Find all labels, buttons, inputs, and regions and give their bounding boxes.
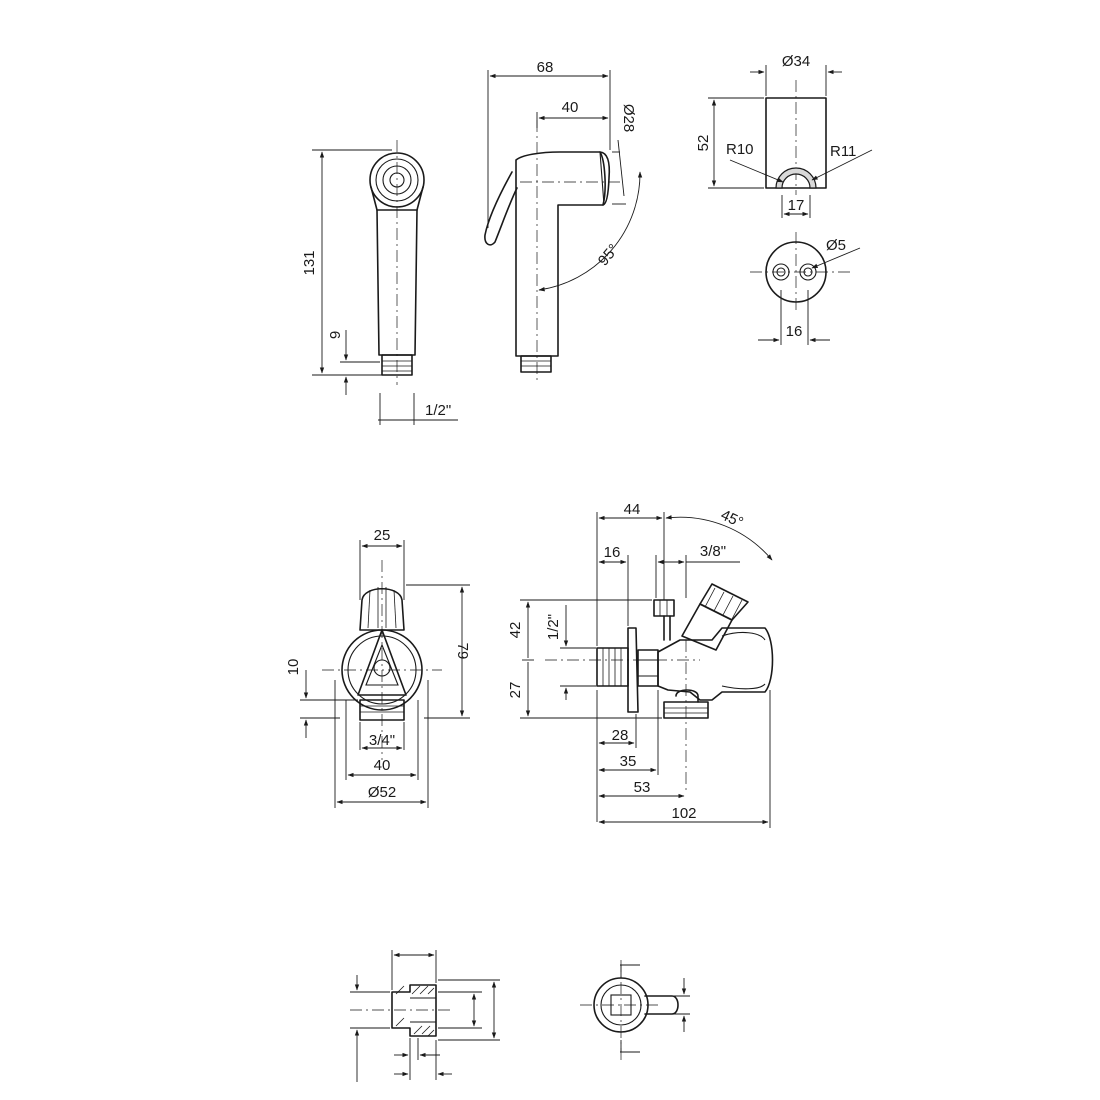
dim-16-valve: 16 <box>604 544 621 561</box>
valve-side-view: 44 45° 16 3/8" 42 27 1/2" 28 <box>507 501 774 828</box>
dim-thread-34: 3/4" <box>369 732 395 749</box>
dim-r11: R11 <box>830 143 856 160</box>
dim-44: 44 <box>624 501 641 518</box>
dim-102: 102 <box>671 805 696 822</box>
section-marker-view <box>580 960 690 1060</box>
dim-9: 9 <box>327 331 344 339</box>
dim-dia5: Ø5 <box>826 237 846 254</box>
dim-42: 42 <box>507 622 524 639</box>
dim-10: 10 <box>285 659 302 676</box>
dim-53: 53 <box>634 779 651 796</box>
valve-front-view: 25 79 10 3/4" 40 Ø52 <box>285 527 471 808</box>
dim-angle-45: 45° <box>718 506 746 531</box>
dim-dia28: Ø28 <box>620 104 637 132</box>
dim-r10: R10 <box>726 141 754 158</box>
dim-16: 16 <box>786 323 803 340</box>
dim-thread-half-valve: 1/2" <box>545 614 562 640</box>
dim-131: 131 <box>301 250 318 275</box>
dim-dia34: Ø34 <box>782 53 810 70</box>
handset-side-view: 68 40 Ø28 95° <box>484 59 643 380</box>
section-a-a <box>350 950 500 1082</box>
holder-view: Ø34 52 R10 R11 17 Ø5 16 <box>695 53 873 345</box>
dim-25: 25 <box>374 527 391 544</box>
dim-dia52: Ø52 <box>368 784 396 801</box>
dim-35: 35 <box>620 753 637 770</box>
dim-79: 79 <box>454 643 471 660</box>
dim-40-valve: 40 <box>374 757 391 774</box>
dim-40: 40 <box>562 99 579 116</box>
dim-52: 52 <box>695 135 712 152</box>
dim-17: 17 <box>788 197 805 214</box>
dim-28: 28 <box>612 727 629 744</box>
dim-thread-half: 1/2" <box>425 402 451 419</box>
handset-front-view: 131 9 1/2" <box>301 140 458 425</box>
dim-angle-95: 95° <box>595 241 623 269</box>
dim-68: 68 <box>537 59 554 76</box>
dim-27: 27 <box>507 682 524 699</box>
dim-thread-38: 3/8" <box>700 543 726 560</box>
